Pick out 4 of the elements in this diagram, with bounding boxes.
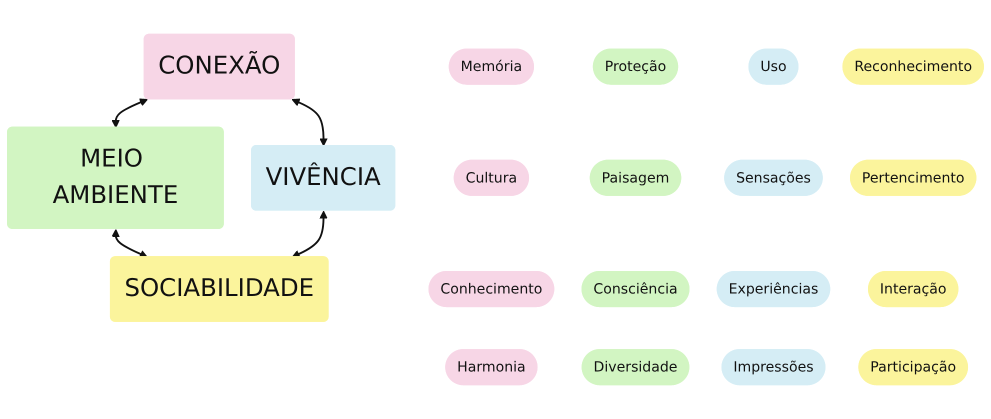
arrow: [292, 210, 328, 258]
arrow: [292, 98, 328, 146]
arrow: [112, 228, 148, 258]
arrow: [112, 98, 148, 128]
